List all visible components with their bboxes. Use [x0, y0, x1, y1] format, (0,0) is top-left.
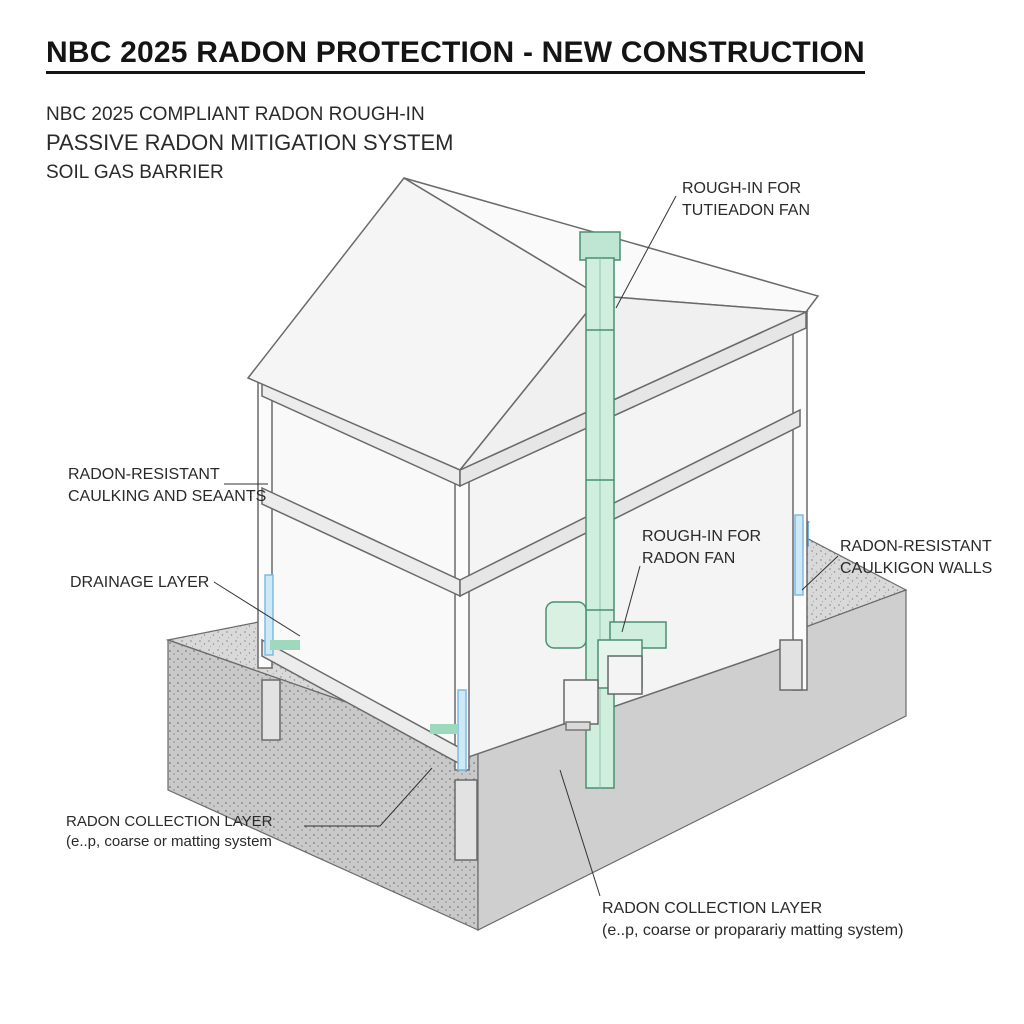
label-fan-rough-in-top: ROUGH-IN FOR TUTIEADON FAN	[682, 180, 811, 219]
post-back-right	[792, 309, 808, 691]
subtitle-line-1: NBC 2025 COMPLIANT RADON ROUGH-IN	[46, 104, 425, 125]
pipe-cap	[579, 231, 621, 261]
junction-box	[563, 679, 599, 725]
label-drainage-layer: DRAINAGE LAYER	[70, 574, 210, 591]
radon-vent-pipe	[270, 231, 667, 789]
label-caulking-walls: RADON-RESISTANT CAULKIGON WALLS	[840, 538, 993, 577]
page-title: NBC 2025 RADON PROTECTION - NEW CONSTRUC…	[46, 36, 865, 74]
roof-gable	[459, 295, 809, 471]
label-collection-layer-left: RADON COLLECTION LAYER (e..p, coarse or …	[66, 813, 273, 850]
subtitle-line-3: SOIL GAS BARRIER	[46, 162, 224, 183]
label-caulking-sealants: RADON-RESISTANT CAULKING AND SEAANTS	[68, 466, 267, 505]
radon-fan-rough-in	[545, 601, 587, 649]
label-collection-layer-bottom: RADON COLLECTION LAYER (e..p, coarse or …	[602, 900, 904, 939]
subtitle-line-2: PASSIVE RADON MITIGATION SYSTEM	[46, 130, 454, 155]
house-frame	[257, 295, 809, 861]
roof	[246, 177, 820, 471]
leader-lines	[213, 195, 839, 897]
label-fan-rough-in-mid: ROUGH-IN FOR RADON FAN	[642, 528, 762, 567]
